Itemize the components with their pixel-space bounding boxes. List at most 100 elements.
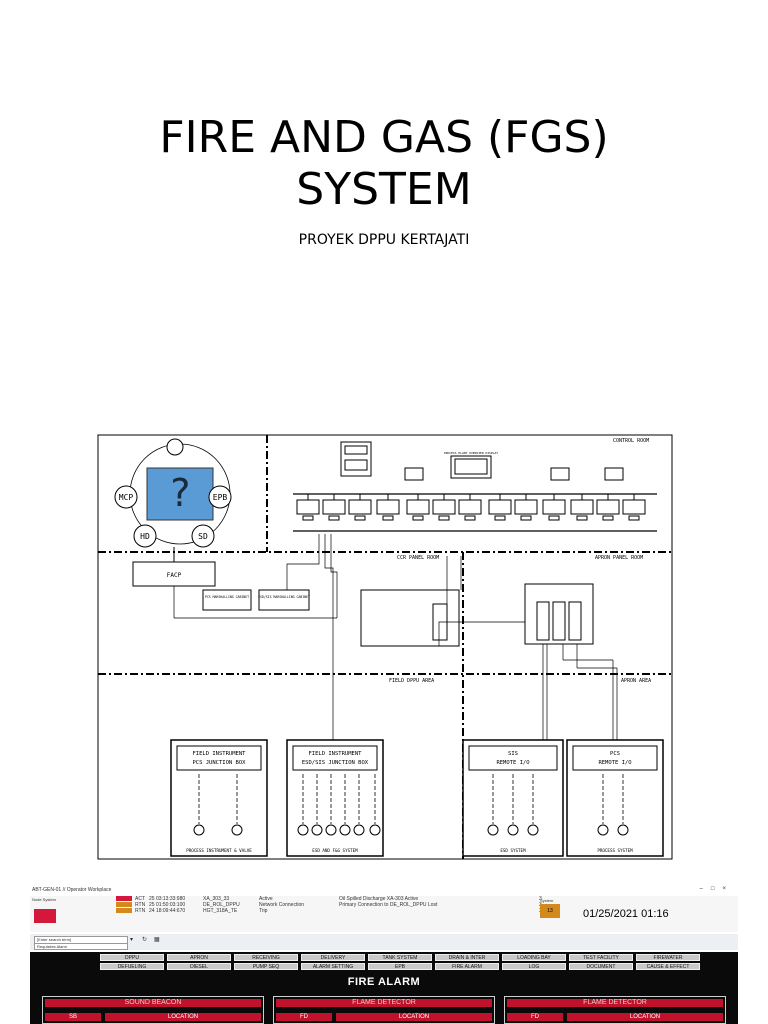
field-device-icon xyxy=(617,824,629,836)
workstation-monitor xyxy=(406,499,430,515)
nav-button[interactable]: PUMP SEQ xyxy=(234,963,298,970)
toolbar-arrow-icon[interactable]: ▾ xyxy=(130,937,134,943)
minimize-button[interactable]: – xyxy=(699,886,711,892)
sis-line2: REMOTE I/O xyxy=(496,760,529,766)
workstation-base xyxy=(438,515,450,521)
nav-button[interactable]: DEFUELING xyxy=(100,963,164,970)
workstation-base xyxy=(602,515,614,521)
nav-button[interactable]: RECEIVING xyxy=(234,954,298,961)
workstation-base xyxy=(412,515,424,521)
pcs-rio-line2: REMOTE I/O xyxy=(598,760,631,766)
panel-title: FLAME DETECTOR xyxy=(276,999,492,1007)
nav-button[interactable]: APRON xyxy=(167,954,231,961)
nav-button[interactable]: LOADING BAY xyxy=(502,954,566,961)
toolbar-grid-icon[interactable]: ▦ xyxy=(154,937,160,943)
pcs-rio-line1: PCS xyxy=(610,751,620,757)
panel-col-location: LOCATION xyxy=(336,1013,492,1021)
panel-col-location: LOCATION xyxy=(105,1013,261,1021)
workstation-base xyxy=(328,515,340,521)
workstation-monitor xyxy=(596,499,620,515)
workstation-monitor xyxy=(348,499,372,515)
title-line-2: SYSTEM xyxy=(296,164,472,215)
field-device-icon xyxy=(325,824,337,836)
nav-button[interactable]: FIREWATER xyxy=(636,954,700,961)
alarm-tag: DE_ROL_DPPU xyxy=(203,902,240,908)
panel-title: SOUND BEACON xyxy=(45,999,261,1007)
field-device-icon xyxy=(507,824,519,836)
alarm-flag-icon xyxy=(116,902,132,908)
label-apron-area: APRON AREA xyxy=(621,678,651,684)
field-device-icon xyxy=(339,824,351,836)
esd-marshalling-label: ESD/SIS MARSHALLING CABINET xyxy=(258,595,310,599)
nav-button[interactable]: DELIVERY xyxy=(301,954,365,961)
detector-group: ? MCP EPB HD SD xyxy=(114,438,232,548)
nav-button[interactable]: DRAIN & INTER xyxy=(435,954,499,961)
field-device-icon xyxy=(193,824,205,836)
alarm-status: Network Connection xyxy=(259,902,305,908)
workstation-monitor xyxy=(432,499,456,515)
mcp-label: MCP xyxy=(119,493,134,502)
pcs-marshalling-label: PCS MARSHALLING CABINET xyxy=(205,595,249,599)
alarm-flag-icon xyxy=(116,908,132,914)
workstation-base xyxy=(382,515,394,521)
workstation-monitor xyxy=(570,499,594,515)
workstation-monitor xyxy=(296,499,320,515)
hmi-screenshot: ABT-GEN-01 // Operator Workplace –□× Nod… xyxy=(30,886,738,1024)
alarm-flag: RTN xyxy=(135,902,146,908)
alarm-filter-combo[interactable]: Requisites Alarm xyxy=(34,943,128,950)
label-field-dppu-area: FIELD DPPU AREA xyxy=(389,678,434,684)
nav-button[interactable]: DPPU xyxy=(100,954,164,961)
system-counter-value[interactable]: 13 xyxy=(540,904,560,918)
hd-label: HD xyxy=(140,532,150,541)
workstation-base xyxy=(494,515,506,521)
node-status-indicator[interactable] xyxy=(34,909,56,923)
nav-button[interactable]: DOCUMENT xyxy=(569,963,633,970)
alarm-desc: Oil Spilled Discharge XA-303 Active xyxy=(339,896,419,902)
sis-line1: SIS xyxy=(508,751,518,757)
workstation-base xyxy=(464,515,476,521)
panel-col-id: FD xyxy=(276,1013,332,1021)
alarm-tag: HGT_318A_TE xyxy=(203,908,238,914)
workstation-monitor xyxy=(542,499,566,515)
alarm-flag-icon xyxy=(116,896,132,902)
workstation-monitor xyxy=(488,499,512,515)
nav-button[interactable]: FIRE ALARM xyxy=(435,963,499,970)
jb2-line1: FIELD INSTRUMENT xyxy=(309,751,363,757)
nav-button[interactable]: ALARM SETTING xyxy=(301,963,365,970)
alarm-flag: ACT xyxy=(135,896,145,902)
alarm-time: 25 03:13:33:980 xyxy=(149,896,186,902)
panel-col-id: FD xyxy=(507,1013,563,1021)
toolbar-refresh-icon[interactable]: ↻ xyxy=(142,937,148,943)
close-button[interactable]: × xyxy=(722,886,734,892)
label-apron-panel-room: APRON PANEL ROOM xyxy=(595,555,643,561)
system-counter: System 13 xyxy=(540,898,560,918)
caption-process-system: PROCESS SYSTEM xyxy=(597,848,633,853)
nav-button[interactable]: DIESEL xyxy=(167,963,231,970)
panel-title: FLAME DETECTOR xyxy=(507,999,723,1007)
workstation-monitor xyxy=(376,499,400,515)
page-subtitle: PROYEK DPPU KERTAJATI xyxy=(298,232,470,248)
alarm-status: Active xyxy=(259,896,273,902)
node-system-box: Node System xyxy=(32,897,82,925)
nav-button[interactable]: TEST FACILITY xyxy=(569,954,633,961)
fgs-architecture-diagram: CONTROL ROOM CCR PANEL ROOM APRON PANEL … xyxy=(97,434,674,861)
system-counter-label: System xyxy=(540,898,554,903)
alarm-status: Trip xyxy=(259,908,268,914)
panel-col-id: SB xyxy=(45,1013,101,1021)
nav-button[interactable]: TANK SYSTEM xyxy=(368,954,432,961)
caption-esd-system: ESD SYSTEM xyxy=(500,848,526,853)
facp-label: FACP xyxy=(167,572,182,579)
nav-button[interactable]: EPB xyxy=(368,963,432,970)
workstation-monitor xyxy=(458,499,482,515)
nav-button[interactable]: CAUSE & EFFECT xyxy=(636,963,700,970)
jb1-line2: PCS JUNCTION BOX xyxy=(193,760,247,766)
nav-button[interactable]: LOG xyxy=(502,963,566,970)
workstation-base xyxy=(628,515,640,521)
workstation-base xyxy=(302,515,314,521)
caption-esd-fg: ESD AND F&G SYSTEM xyxy=(312,848,358,853)
maximize-button[interactable]: □ xyxy=(710,886,723,892)
field-device-icon xyxy=(297,824,309,836)
